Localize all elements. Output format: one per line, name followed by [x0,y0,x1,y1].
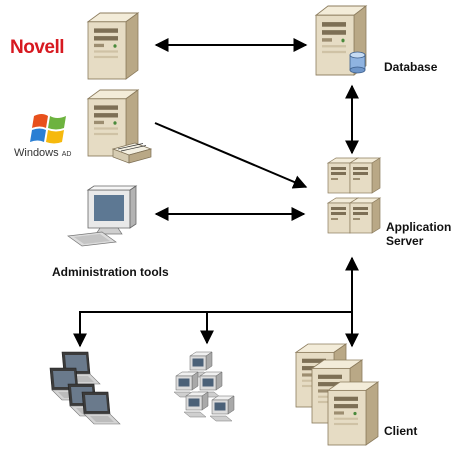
database-cylinder-icon [349,51,366,74]
novell-logo: Novell [10,37,65,58]
client-servers-icon [295,343,379,446]
network-pcs-icon [173,351,235,422]
connectors [73,38,359,348]
admin-workstation-icon [67,185,138,247]
ad-label-text: AD [61,151,72,158]
application-server-icon [327,157,381,234]
database-label: Database [384,60,438,74]
app-server-label-line1: Application [386,220,452,234]
admin-tools-label: Administration tools [52,265,169,279]
arrow-windows-appserver [154,122,308,189]
laptops-group-icon [49,351,121,425]
windows-label-text: Windows [14,147,59,159]
app-server-label-line2: Server [386,234,424,248]
novell-server-icon [87,12,139,80]
client-label: Client [384,424,418,438]
windows-logo-icon [30,114,66,144]
windows-ad-server-icon [87,89,153,164]
database-server-icon [315,5,367,76]
windows-ad-label: Windows AD [14,147,71,159]
